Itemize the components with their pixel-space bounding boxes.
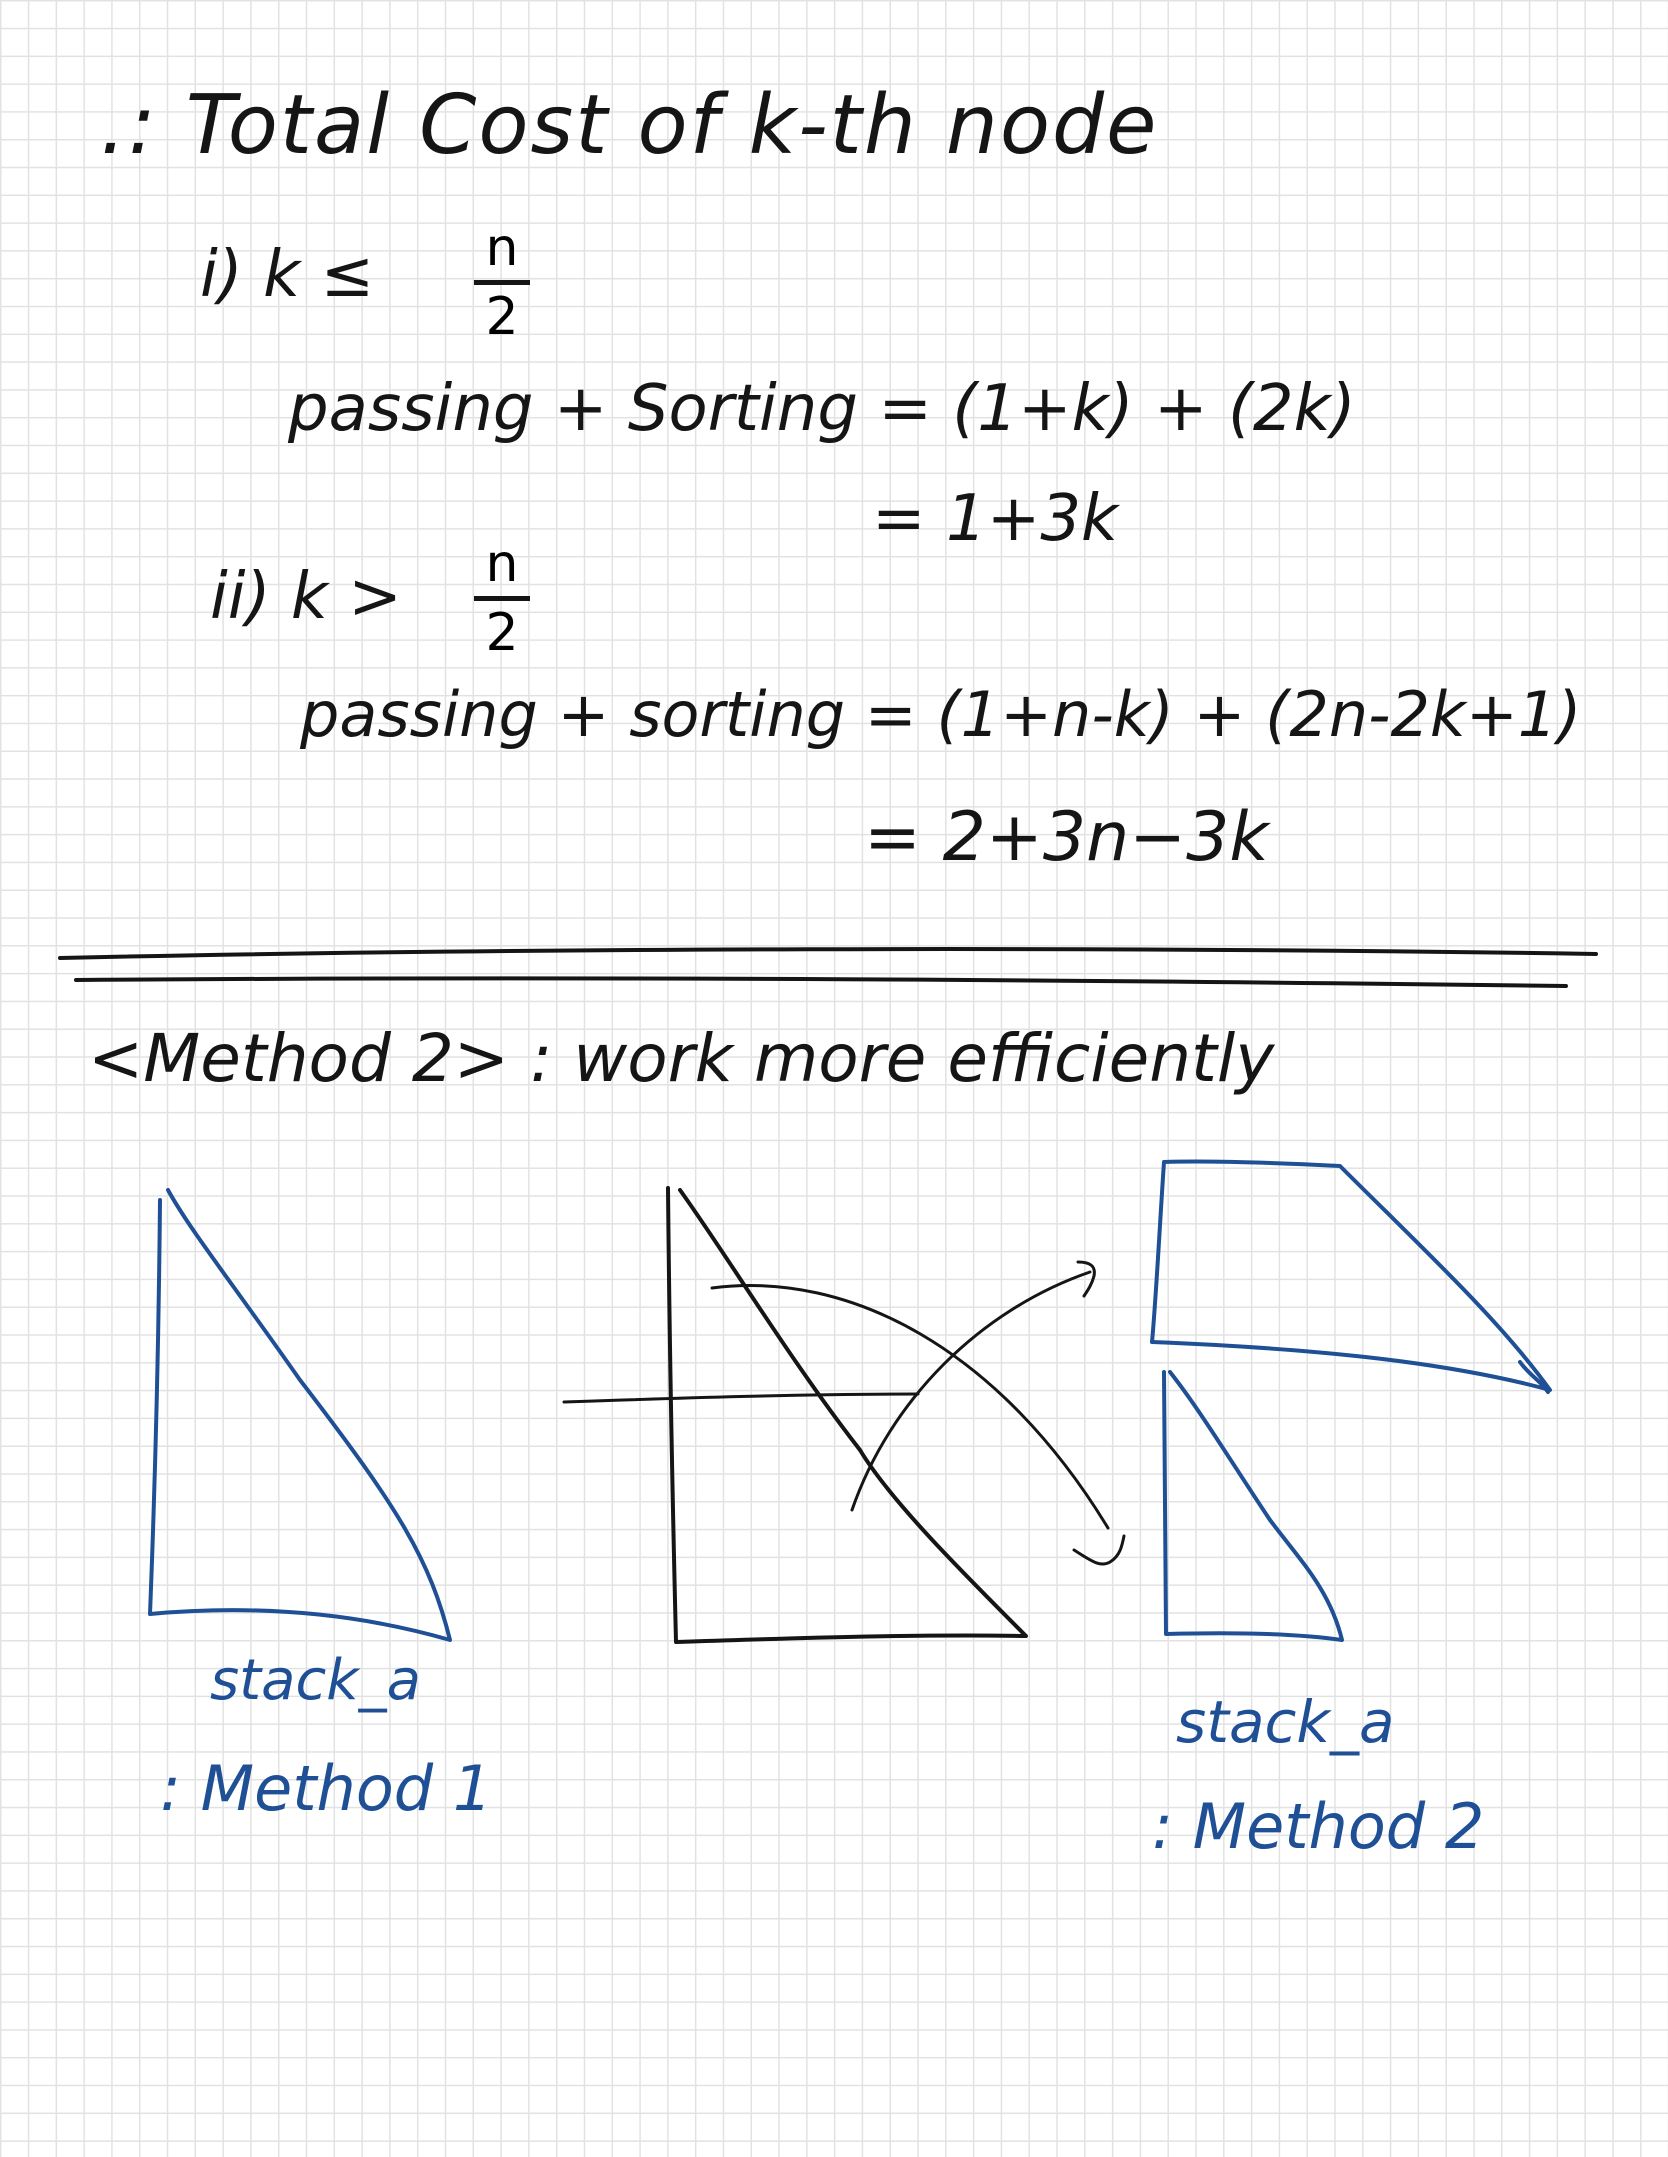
case-2-condition: ii) k > <box>210 560 402 634</box>
arrowhead-right-icon <box>1076 1260 1096 1298</box>
middle-arc-down <box>710 1284 1110 1530</box>
middle-arc-up <box>850 1270 1092 1512</box>
right-stack-trapezoid <box>1150 1159 1552 1392</box>
right-stack-triangle <box>1162 1370 1344 1642</box>
arrowhead-down-icon <box>1072 1534 1126 1566</box>
case-1-numerator: n <box>485 218 519 278</box>
case-1-result: = 1+3k <box>872 482 1119 556</box>
case-2-equation: passing + sorting = (1+n-k) + (2n-2k+1) <box>300 678 1582 751</box>
divider-line-bottom <box>74 976 1568 988</box>
divider-line-top <box>58 947 1598 960</box>
case-1-condition: i) k ≤ <box>200 238 375 312</box>
heading-total-cost: .: Total Cost of k-th node <box>100 78 1159 173</box>
fraction-bar <box>474 280 530 285</box>
right-figure-method: : Method 2 <box>1152 1790 1485 1863</box>
case-1-equation: passing + Sorting = (1+k) + (2k) <box>288 372 1356 446</box>
middle-triangle-outline <box>666 1186 1028 1644</box>
left-figure-caption: stack_a <box>210 1648 421 1713</box>
case-2-result: = 2+3n−3k <box>864 798 1269 877</box>
left-stack-triangle <box>148 1188 452 1642</box>
method-2-heading: <Method 2> : work more efficiently <box>88 1020 1275 1097</box>
case-2-numerator: n <box>485 534 519 594</box>
right-figure-caption: stack_a <box>1176 1688 1395 1756</box>
left-figure-method: : Method 1 <box>160 1752 493 1825</box>
case-1-fraction: n 2 <box>474 222 530 343</box>
trapezoid-tail <box>1518 1360 1550 1394</box>
case-2-denominator: 2 <box>485 603 519 663</box>
case-1-denominator: 2 <box>485 287 519 347</box>
case-2-fraction: n 2 <box>474 538 530 659</box>
fraction-bar <box>474 596 530 601</box>
middle-horizontal-cut <box>562 1392 920 1404</box>
